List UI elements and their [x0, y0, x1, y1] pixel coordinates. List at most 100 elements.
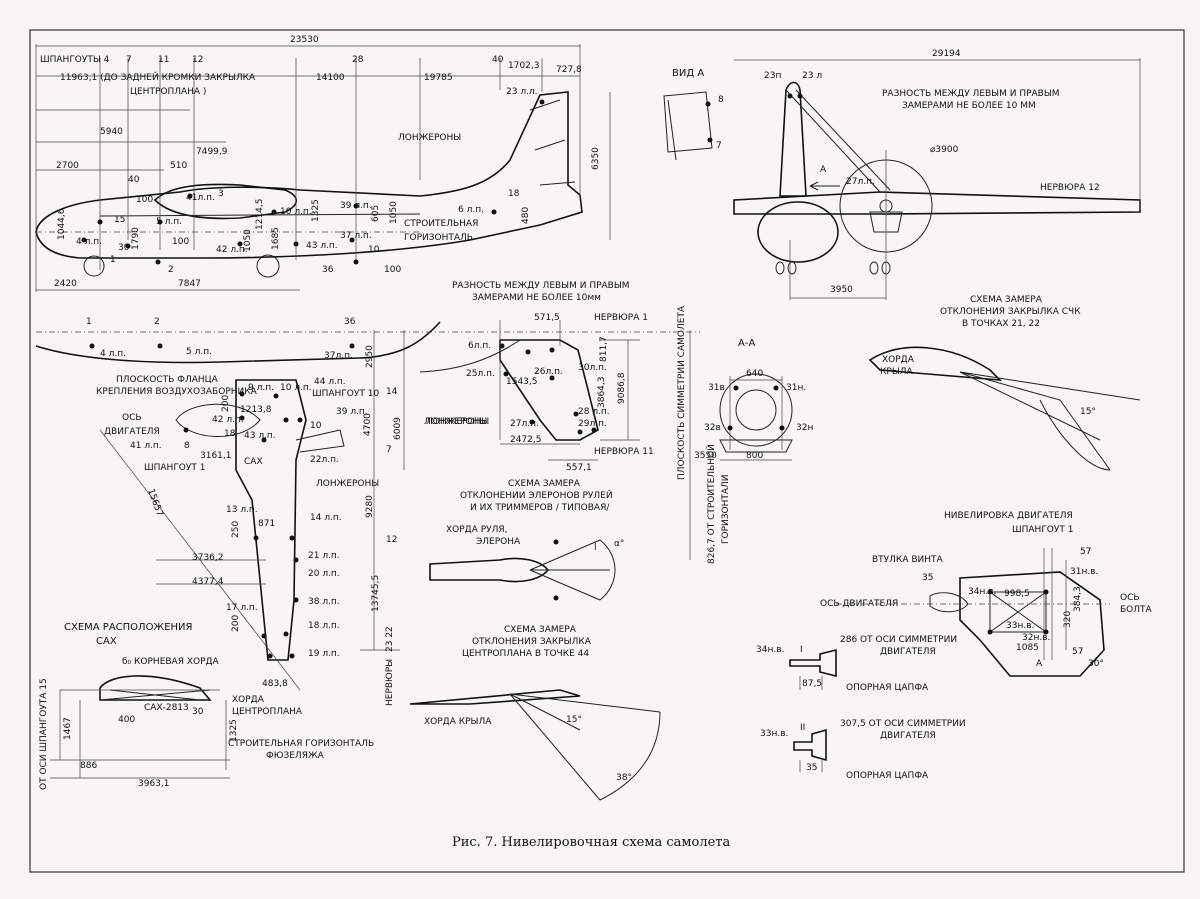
label-1214: 1214,5	[255, 199, 265, 231]
label-29194: 29194	[932, 49, 961, 59]
wing-plan-leading-edge	[35, 321, 441, 364]
label-2472: 2472,5	[510, 435, 542, 445]
label-sax-title-2: САХ	[96, 636, 117, 647]
label-320: 320	[1063, 611, 1073, 628]
fuselage-plan	[235, 379, 307, 661]
engine-dim-lines	[1043, 548, 1067, 660]
center-flap-arc	[599, 711, 661, 801]
label-sax-400: 400	[118, 715, 135, 725]
label-3963: 3963,1	[138, 779, 170, 789]
sax-dim-lines	[50, 689, 230, 779]
section-aa-frame	[719, 373, 793, 447]
label-rib12: НЕРВЮРА 12	[1040, 183, 1100, 193]
label-horizon-1: СТРОИТЕЛЬНАЯ	[404, 219, 478, 229]
label-ail-title-2: ОТКЛОНЕНИИ ЭЛЕРОНОВ РУЛЕЙ	[460, 489, 613, 501]
support-pin-1	[789, 648, 837, 678]
label-sym-plane: ПЛОСКОСТЬ СИММЕТРИИ САМОЛЕТА	[677, 305, 687, 480]
label-40: 40	[128, 175, 140, 185]
label-pt1: 1	[110, 255, 116, 265]
label-plan-14lp: 14 л.п.	[310, 513, 342, 523]
tail-dim-lines	[499, 320, 640, 461]
side-measurement-points	[81, 99, 545, 265]
label-plan-18lp: 18 л.п.	[308, 621, 340, 631]
label-3950: 3950	[830, 285, 853, 295]
label-100a: 100	[136, 195, 153, 205]
label-1085: 1085	[1016, 643, 1039, 653]
label-886: 886	[80, 761, 97, 771]
label-cf-title-1: СХЕМА ЗАМЕРА	[504, 625, 577, 635]
fin-spars-side	[529, 99, 576, 186]
fuselage-side-outline	[35, 91, 583, 259]
front-extension-lines	[789, 58, 1141, 300]
label-tail-28lp: 28 л.п.	[578, 407, 610, 417]
label-rib11: НЕРВЮРА 11	[594, 447, 654, 457]
front-measure-lines	[785, 89, 891, 193]
label-ail-title-1: СХЕМА ЗАМЕРА	[508, 479, 581, 489]
label-i2-d: 35	[806, 763, 817, 773]
label-3736: 3736,2	[192, 553, 224, 563]
label-plan-20lp: 20 л.п.	[308, 569, 340, 579]
label-483: 483,8	[262, 679, 288, 689]
label-flap-title-2: ОТКЛОНЕНИЯ ЗАКРЫЛКА СЧК	[940, 307, 1081, 317]
label-sax-title-1: СХЕМА РАСПОЛОЖЕНИЯ	[64, 622, 192, 633]
pin-2-dim	[799, 760, 823, 772]
label-plan-21lp: 21 л.п.	[308, 551, 340, 561]
label-32nv: 32н.в.	[1022, 633, 1050, 643]
label-flap-15: 15°	[1080, 407, 1096, 417]
label-37lp: 37 л.п.	[340, 231, 372, 241]
label-15: 15	[114, 215, 125, 225]
label-1543: 1543,5	[506, 377, 538, 387]
label-39lp: 39 л.п.	[340, 201, 372, 211]
label-cf-title-3: ЦЕНТРОПЛАНА В ТОЧКЕ 44	[462, 649, 589, 659]
label-800: 800	[746, 451, 763, 461]
label-frame-7: 7	[126, 55, 132, 65]
label-p1: 1	[86, 317, 92, 327]
label-plan-43lp: 43 л.п.	[244, 431, 276, 441]
label-plan-44lp: 44 л.п.	[314, 377, 346, 387]
label-frame-12: 12	[192, 55, 203, 65]
label-33nv: 33н.в.	[1006, 621, 1034, 631]
nacelle-front	[869, 211, 903, 233]
label-bolt-2: БОЛТА	[1120, 605, 1153, 615]
label-frame10: ШПАНГОУТ 10	[312, 389, 379, 399]
label-i1-num: I	[800, 645, 803, 655]
label-7847: 7847	[178, 279, 201, 289]
label-frame-40: 40	[492, 55, 504, 65]
label-flap-edge: 11963,1 (ДО ЗАДНЕЙ КРОМКИ ЗАКРЫЛКА	[60, 71, 256, 83]
label-23ll: 23 л.л.	[506, 87, 538, 97]
section-aa: А-А 640 31в 31н. 32в 32н 3550 800 ПЛОСКО…	[677, 305, 813, 564]
label-plan-diff-2: ЗАМЕРАМИ НЕ БОЛЕЕ 10мм	[472, 293, 601, 303]
label-510: 510	[170, 161, 187, 171]
label-i1-point: 34н.в.	[756, 645, 784, 655]
label-15657: 15657	[145, 488, 164, 518]
label-19785: 19785	[424, 73, 453, 83]
label-i2-point: 33н.в.	[760, 729, 788, 739]
label-100c: 100	[384, 265, 401, 275]
label-ail-alpha: α°	[614, 539, 624, 549]
label-998: 998,5	[1004, 589, 1030, 599]
center-flap-profile	[409, 689, 581, 705]
stabilizer-leading-curve	[419, 339, 521, 373]
label-605: 605	[371, 205, 381, 222]
sheet-border	[29, 29, 1185, 873]
label-root-chord: б₀ КОРНЕВАЯ ХОРДА	[122, 657, 220, 667]
center-flap-scheme: СХЕМА ЗАМЕРА ОТКЛОНЕНИЯ ЗАКРЫЛКА ЦЕНТРОП…	[409, 625, 661, 801]
label-31v: 31в	[708, 383, 725, 393]
label-1467: 1467	[63, 717, 73, 740]
label-41lp: 41л.п.	[186, 193, 215, 203]
label-i1-dist-1: 286 ОТ ОСИ СИММЕТРИИ	[840, 635, 957, 645]
side-extension-lines	[35, 44, 611, 292]
label-frames: ШПАНГОУТЫ 4	[40, 55, 110, 65]
front-wheels	[775, 261, 891, 275]
label-1213: 1213,8	[240, 405, 272, 415]
nacelle-plan	[175, 403, 261, 437]
label-flap-title-3: В ТОЧКАХ 21, 22	[962, 319, 1040, 329]
label-cf-chord: ХОРДА КРЫЛА	[424, 717, 492, 727]
label-31n: 31н.	[786, 383, 806, 393]
label-plan-spars-2: ЛОНЖЕРОНЫ	[316, 479, 379, 489]
label-tail-spars: ЛОНЖЕРОНЫ	[424, 417, 487, 427]
label-727: 727,8	[556, 65, 582, 75]
propeller-hub	[929, 592, 969, 613]
aileron-scheme: СХЕМА ЗАМЕРА ОТКЛОНЕНИИ ЭЛЕРОНОВ РУЛЕЙ И…	[429, 479, 624, 601]
